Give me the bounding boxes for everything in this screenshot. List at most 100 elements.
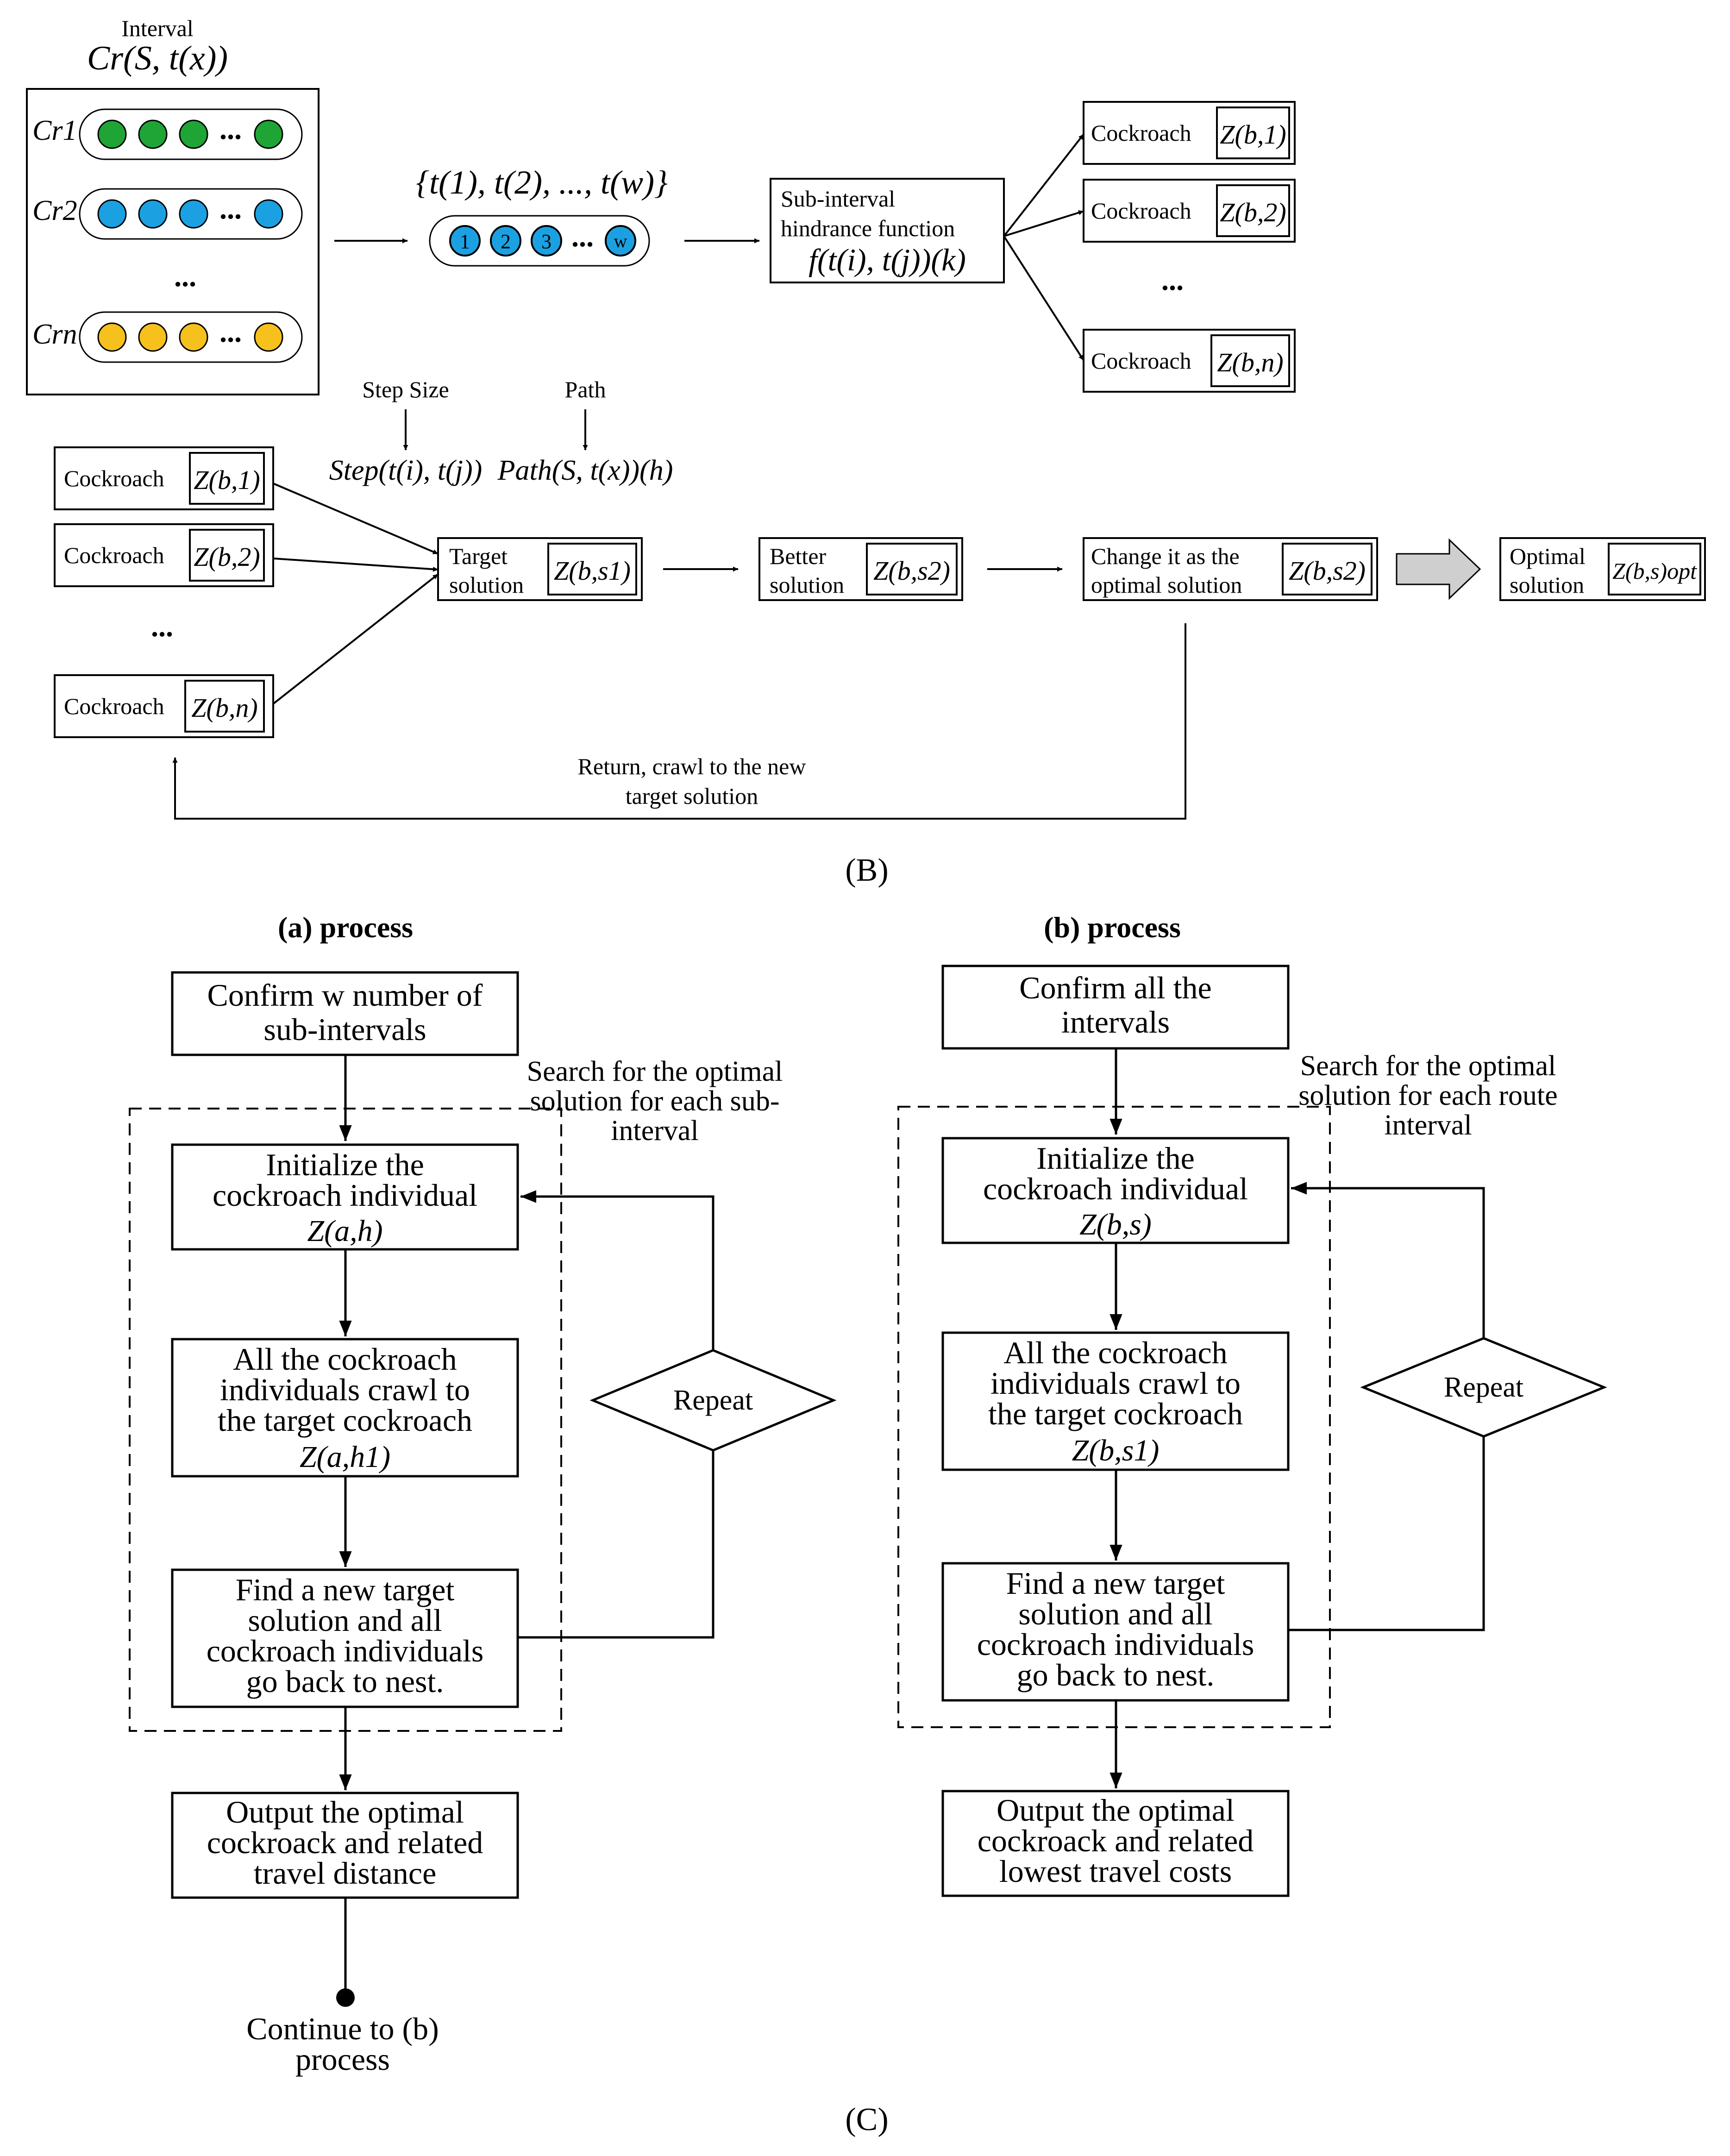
b-output-line: cockroack and related bbox=[978, 1823, 1254, 1858]
cockroach-dot bbox=[179, 119, 208, 149]
a-find-line: Find a new target bbox=[236, 1572, 455, 1607]
return-label-line-2: target solution bbox=[626, 783, 758, 809]
b-crawl-line: individuals crawl to bbox=[990, 1366, 1241, 1401]
cockroach-box bbox=[1083, 101, 1296, 165]
b-search-note: Search for the optimal bbox=[1300, 1050, 1556, 1082]
a-search-note: interval bbox=[611, 1115, 698, 1147]
process-b-title: (b) process bbox=[1044, 911, 1181, 944]
b-repeat-line bbox=[1288, 1436, 1485, 1631]
cockroach-interval-box bbox=[26, 88, 320, 395]
a-end-dot bbox=[336, 1988, 355, 2007]
z-box bbox=[189, 529, 265, 582]
a-output-line: travel distance bbox=[254, 1855, 437, 1891]
a-repeat-arrow bbox=[520, 1190, 715, 1350]
a-init-z: Z(a,h) bbox=[307, 1214, 382, 1248]
path-formula: Path(S, t(x))(h) bbox=[497, 455, 673, 486]
better-line-2: solution bbox=[770, 572, 844, 598]
a-find-line: cockroach individuals bbox=[207, 1633, 484, 1668]
fan-arrow bbox=[1003, 133, 1084, 237]
better-line-1: Better bbox=[770, 543, 827, 569]
a-find-line: solution and all bbox=[248, 1603, 442, 1638]
a-init-line: cockroach individual bbox=[213, 1178, 477, 1213]
b-confirm-box bbox=[941, 965, 1290, 1050]
row-ellipsis: ... bbox=[219, 113, 242, 145]
fan-arrow bbox=[1003, 210, 1084, 237]
a-continue-line: Continue to (b) bbox=[246, 2011, 439, 2046]
z-label: Z(b,s1) bbox=[554, 556, 631, 586]
cockroach-box bbox=[1083, 329, 1296, 393]
b-crawl-z: Z(b,s1) bbox=[1072, 1434, 1160, 1467]
interval-label: Interval bbox=[121, 15, 193, 41]
a-output-line: cockroack and related bbox=[207, 1825, 483, 1860]
a-crawl-line: All the cockroach bbox=[233, 1341, 457, 1377]
a-find-box bbox=[171, 1568, 519, 1708]
cockroach-dot bbox=[97, 322, 127, 352]
return-label-line-1: Return, crawl to the new bbox=[578, 753, 806, 779]
b-init-line: cockroach individual bbox=[983, 1171, 1248, 1206]
top-ellipsis: ... bbox=[1161, 263, 1184, 296]
z-box bbox=[1216, 184, 1290, 237]
target-line-2: solution bbox=[449, 572, 524, 598]
a-search-note: Search for the optimal bbox=[527, 1056, 783, 1087]
z-box bbox=[547, 543, 637, 595]
b-search-note: solution for each route bbox=[1298, 1080, 1558, 1111]
z-box bbox=[1608, 543, 1701, 595]
b-find-box bbox=[941, 1562, 1290, 1702]
z-box bbox=[866, 543, 958, 595]
change-line-1: Change it as the bbox=[1091, 543, 1240, 569]
z-label: Z(b,2) bbox=[194, 542, 260, 572]
z-box bbox=[1216, 107, 1290, 159]
change-optimal-box bbox=[1083, 537, 1378, 601]
cockroach-dot bbox=[97, 199, 127, 229]
a-init-line: Initialize the bbox=[266, 1147, 424, 1182]
t-ellipsis: ... bbox=[571, 220, 594, 253]
z-label: Z(b,s2) bbox=[1289, 556, 1366, 586]
b-search-region bbox=[897, 1106, 1331, 1728]
a-repeat-line bbox=[518, 1450, 715, 1639]
cockroach-dot bbox=[179, 199, 208, 229]
a-crawl-line: the target cockroach bbox=[218, 1403, 472, 1438]
cockroach-row-capsule bbox=[79, 188, 303, 240]
t-set-formula: {t(1), t(2), ..., t(w)} bbox=[416, 164, 668, 201]
a-crawl-z: Z(a,h1) bbox=[300, 1440, 390, 1474]
cockroach-dot bbox=[138, 119, 168, 149]
t-node bbox=[531, 225, 562, 257]
cr-row-label: Crn bbox=[32, 319, 77, 350]
a-confirm-line: sub-intervals bbox=[263, 1012, 426, 1047]
a-output-line: Output the optimal bbox=[226, 1794, 464, 1830]
cockroach-dot bbox=[97, 119, 127, 149]
b-repeat-label: Repeat bbox=[1444, 1372, 1523, 1403]
z-box bbox=[1282, 543, 1373, 595]
z-label: Z(b,n) bbox=[1217, 347, 1283, 377]
z-label: Z(b,1) bbox=[194, 465, 260, 495]
b-find-line: go back to nest. bbox=[1017, 1657, 1215, 1692]
b-init-line: Initialize the bbox=[1036, 1141, 1195, 1176]
b-confirm-line: Confirm all the bbox=[1019, 970, 1211, 1005]
hindrance-line-1: Sub-interval bbox=[781, 186, 895, 212]
fan-arrow bbox=[1003, 235, 1084, 361]
z-box bbox=[189, 452, 265, 505]
b-output-line: Output the optimal bbox=[997, 1792, 1235, 1828]
caption-c: (C) bbox=[845, 2102, 888, 2137]
cockroach-dot bbox=[179, 322, 208, 352]
b-crawl-line: All the cockroach bbox=[1003, 1335, 1227, 1370]
b-repeat-arrow bbox=[1291, 1182, 1485, 1338]
b-crawl-box bbox=[941, 1331, 1290, 1471]
a-confirm-box bbox=[171, 971, 519, 1056]
z-label: Z(b,n) bbox=[191, 693, 257, 723]
a-repeat-diamond bbox=[589, 1349, 837, 1452]
cr-row-label: Cr1 bbox=[32, 115, 77, 146]
optimal-line-2: solution bbox=[1510, 572, 1584, 598]
cockroach-dot bbox=[138, 199, 168, 229]
row-ellipsis: ... bbox=[219, 192, 242, 225]
t-node bbox=[449, 225, 481, 257]
b-confirm-line: intervals bbox=[1061, 1004, 1170, 1040]
cockroach-dot bbox=[254, 322, 283, 352]
b-init-z: Z(b,s) bbox=[1079, 1208, 1152, 1241]
t-node bbox=[605, 225, 636, 257]
cockroach-dot bbox=[254, 119, 283, 149]
return-loop-arrow bbox=[172, 623, 1186, 820]
b-output-line: lowest travel costs bbox=[999, 1854, 1232, 1889]
hindrance-formula: f(t(i), t(j))(k) bbox=[809, 242, 966, 277]
